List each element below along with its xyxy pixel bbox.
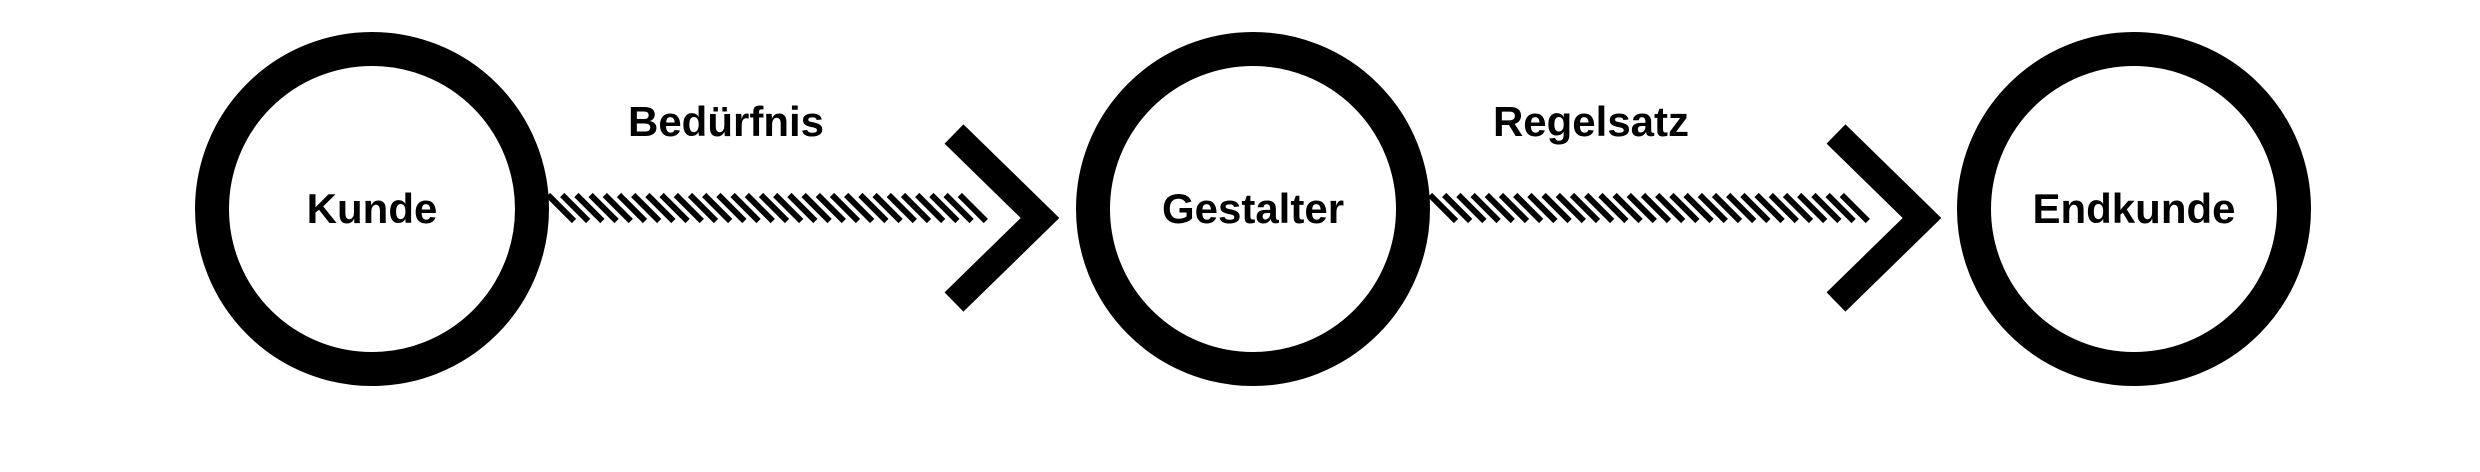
hatch-stroke — [773, 192, 804, 224]
hatch-stroke — [1527, 192, 1558, 224]
hatch-stroke — [645, 192, 676, 224]
hatch-stroke — [744, 192, 775, 224]
hatch-stroke — [758, 192, 790, 224]
hatch-stroke — [1726, 192, 1757, 224]
hatch-stroke — [815, 192, 846, 224]
hatch-stroke — [616, 192, 648, 224]
hatch-stroke — [1754, 192, 1785, 224]
node-gestalter: Gestalter — [1076, 32, 1430, 386]
hatch-stroke — [787, 192, 818, 224]
hatch-stroke — [631, 192, 662, 224]
hatch-stroke — [588, 192, 619, 224]
node-gestalter-label: Gestalter — [1162, 185, 1344, 232]
node-endkunde-ring — [1957, 32, 2311, 386]
hatch-stroke — [1740, 192, 1771, 224]
hatch-stroke — [1839, 192, 1870, 224]
hatch-stroke — [1555, 192, 1586, 224]
node-endkunde: Endkunde — [1957, 32, 2311, 386]
hatch-stroke — [1782, 192, 1814, 224]
hatch-stroke — [1797, 192, 1828, 224]
hatch-stroke — [1598, 192, 1629, 224]
hatch-stroke — [545, 192, 577, 224]
hatch-stroke — [1584, 192, 1615, 224]
hatch-stroke — [574, 192, 605, 224]
hatch-stroke — [1825, 192, 1856, 224]
hatch-stroke — [1484, 192, 1515, 224]
edge-regelsatz-label: Regelsatz — [1493, 98, 1689, 145]
hatch-stroke — [673, 192, 704, 224]
hatch-stroke — [730, 192, 761, 224]
edge-regelsatz: Regelsatz — [1427, 98, 1942, 312]
hatch-stroke — [716, 192, 747, 224]
hatch-stroke — [957, 192, 988, 224]
hatch-stroke — [844, 192, 875, 224]
hatch-stroke — [1640, 192, 1672, 224]
hatch-stroke — [1456, 192, 1487, 224]
node-kunde-ring — [195, 32, 549, 386]
hatch-stroke — [1626, 192, 1657, 224]
hatch-stroke — [829, 192, 861, 224]
hatch-stroke — [1612, 192, 1643, 224]
hatch-stroke — [1683, 192, 1714, 224]
hatch-stroke — [900, 192, 932, 224]
hatch-stroke — [858, 192, 889, 224]
hatch-stroke — [1498, 192, 1530, 224]
hatch-stroke — [1569, 192, 1601, 224]
node-endkunde-label: Endkunde — [2032, 185, 2235, 232]
hatch-stroke — [602, 192, 633, 224]
hatch-stroke — [915, 192, 946, 224]
hatch-stroke — [1768, 192, 1799, 224]
edge-beduerfnis-arrowhead — [944, 124, 1060, 312]
hatch-stroke — [801, 192, 832, 224]
hatch-stroke — [1442, 192, 1473, 224]
hatch-stroke — [1427, 192, 1459, 224]
hatch-stroke — [1697, 192, 1728, 224]
hatch-stroke — [872, 192, 903, 224]
hatch-stroke — [943, 192, 974, 224]
hatch-stroke — [1470, 192, 1501, 224]
hatch-stroke — [1513, 192, 1544, 224]
hatch-stroke — [560, 192, 591, 224]
hatch-stroke — [659, 192, 690, 224]
hatch-stroke — [1811, 192, 1842, 224]
hatch-stroke — [1669, 192, 1700, 224]
hatch-stroke — [1541, 192, 1572, 224]
node-kunde: Kunde — [195, 32, 549, 386]
edge-beduerfnis-hatching — [545, 192, 988, 224]
edge-beduerfnis-label: Bedürfnis — [628, 98, 824, 145]
edge-beduerfnis: Bedürfnis — [545, 98, 1060, 312]
hatch-stroke — [702, 192, 733, 224]
hatch-stroke — [886, 192, 917, 224]
node-gestalter-ring — [1076, 32, 1430, 386]
hatch-stroke — [1655, 192, 1686, 224]
node-kunde-label: Kunde — [307, 185, 438, 232]
hatch-stroke — [929, 192, 960, 224]
hatch-stroke — [687, 192, 719, 224]
edge-regelsatz-hatching — [1427, 192, 1870, 224]
hatch-stroke — [1711, 192, 1743, 224]
edge-regelsatz-arrowhead — [1826, 124, 1942, 312]
